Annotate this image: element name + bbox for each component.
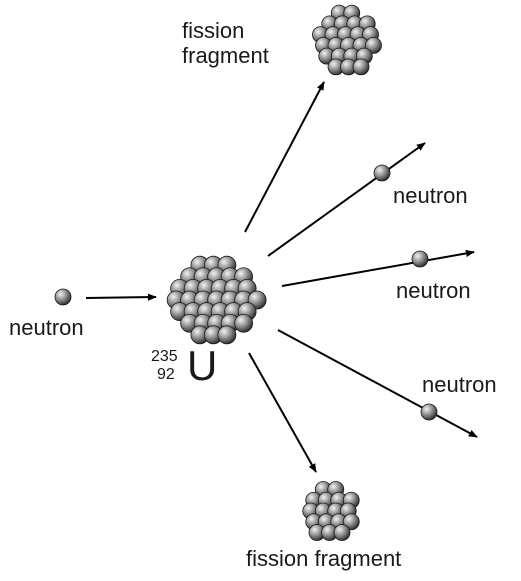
nucleon-ball xyxy=(333,524,351,541)
fragment-top-arrow xyxy=(244,81,325,233)
neutron-ball xyxy=(373,164,391,182)
neutron-ball xyxy=(420,403,438,421)
uranium-235-symbol: 235 92 U xyxy=(150,342,230,392)
incoming-neutron-arrow xyxy=(85,293,157,301)
nucleon-ball xyxy=(217,325,237,345)
fission-fragment-top xyxy=(312,4,382,76)
fission-fragment-bottom xyxy=(302,481,360,541)
atomic-number: 92 xyxy=(157,366,175,383)
fission-fragment-label-top-line2: fragment xyxy=(182,43,269,68)
neutron-label-lower: neutron xyxy=(422,372,497,397)
neutron-label-incoming: neutron xyxy=(9,315,84,340)
uranium-nucleus xyxy=(166,255,267,345)
nucleon-ball xyxy=(342,513,360,531)
neutron-middle-arrow xyxy=(281,249,475,287)
neutron-upper-arrow xyxy=(267,142,426,257)
neutron-ball xyxy=(54,288,72,306)
fission-fragment-label-bottom: fission fragment xyxy=(246,546,402,571)
neutron-label-middle: neutron xyxy=(396,278,471,303)
nucleon-ball xyxy=(365,36,382,54)
neutron-lower-arrow xyxy=(277,329,478,438)
mass-number: 235 xyxy=(151,348,178,365)
neutron-ball xyxy=(411,250,429,268)
fission-fragment-label-top: fission fragment xyxy=(182,18,269,68)
neutron-label-upper: neutron xyxy=(393,183,468,208)
nucleon-ball xyxy=(352,58,370,76)
neutron-particles xyxy=(54,164,438,421)
nucleon-ball xyxy=(234,313,254,333)
element-symbol: U xyxy=(187,342,218,389)
fission-fragment-label-top-line1: fission xyxy=(182,18,245,43)
fragment-bottom-arrow xyxy=(248,352,317,473)
